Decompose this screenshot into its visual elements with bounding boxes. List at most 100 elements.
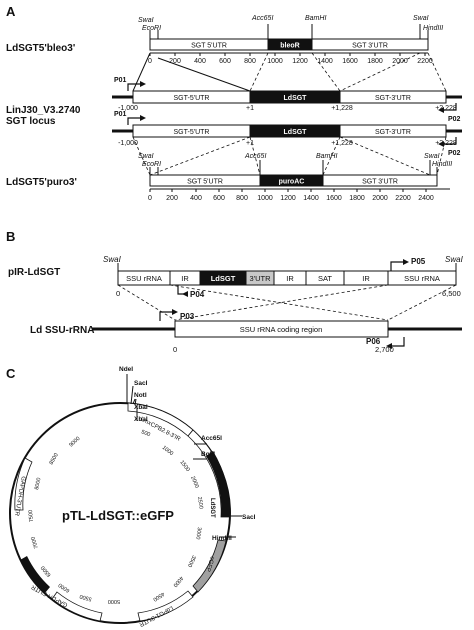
bleo-scale-600: 600 — [219, 58, 231, 65]
ssu-coding-region-label: SSU rRNA coding region — [240, 325, 323, 334]
locus-to-puro-crossover — [132, 136, 447, 176]
ssu-locus-label: Ld SSU-rRNA — [30, 325, 94, 336]
locus2-coord-plus1: +1 — [246, 140, 254, 147]
pir-site-swai-right: SwaI — [445, 255, 464, 264]
tick-4500: 4500 — [152, 590, 166, 602]
puro-scale-2200: 2200 — [395, 195, 411, 202]
pir-coord-6500: 6,500 — [442, 289, 461, 298]
bleo-sgt-3utr-label: SGT 3'UTR — [352, 43, 388, 50]
plasmid-site-noti: NotI — [134, 392, 147, 399]
puro-scale-600: 600 — [213, 195, 225, 202]
puro-scale-0: 0 — [148, 195, 152, 202]
plasmid-site-xbai-1: XbaI — [134, 404, 148, 411]
ssu-primer-p06: P06 — [366, 337, 381, 346]
bleo-to-locus-crossover — [132, 52, 447, 92]
tick-4000: 4000 — [172, 575, 184, 588]
puro-sgt-5utr-label: SGT 5'UTR — [187, 179, 223, 186]
bleo-scale-1800: 1800 — [367, 58, 383, 65]
tick-8000: 8000 — [34, 477, 42, 490]
locus2-sgt-3utr-label: SGT-3'UTR — [375, 129, 411, 136]
bleo-scale-800: 800 — [244, 58, 256, 65]
locus2-sgt-3utr — [339, 124, 447, 138]
locus-sgt-3utr — [339, 90, 447, 104]
tick-2500: 2500 — [196, 496, 204, 509]
locus-coord-plus2228: +2,228 — [435, 105, 457, 112]
pir-seg-3utr: 3'UTR — [249, 274, 271, 283]
tick-6000: 6000 — [58, 581, 72, 593]
panel-label-a: A — [6, 4, 16, 19]
ssu-primer-p03: P03 — [180, 312, 195, 321]
locus-sgt-5utr-label: SGT-5'UTR — [174, 95, 210, 102]
locus-label-line2: SGT locus — [6, 116, 56, 127]
ssu-coding-region — [174, 320, 389, 338]
bleo-scale-2000: 2000 — [392, 58, 408, 65]
feature-ldsgt-label: LdSGT — [209, 498, 215, 518]
ssu-coord-2700: 2,700 — [375, 345, 394, 354]
locus-coord-plus1228: +1,228 — [331, 105, 353, 112]
puro-scale-2000: 2000 — [372, 195, 388, 202]
pir-seg-ldsgt: LdSGT — [211, 274, 236, 283]
pir-seg-ssu-left: SSU rRNA — [126, 274, 162, 283]
ssu-coord-0: 0 — [173, 345, 177, 354]
plasmid-site-acc65i: Acc65I — [201, 435, 222, 442]
puro-site-hindiii: HindIII — [432, 161, 452, 168]
panel-label-c: C — [6, 366, 16, 381]
gapdh-5utr-feature — [51, 591, 103, 622]
puro-scale-1200: 1200 — [280, 195, 296, 202]
bleo-site-ecori: EcoRI — [142, 25, 161, 32]
bleo-sgt-5utr-label: SGT 5'UTR — [191, 43, 227, 50]
plasmid-site-xbai-2: XbaI — [134, 416, 148, 423]
puro-site-acc65i: Acc65I — [244, 153, 266, 160]
locus2-coord-plus1228: +1,228 — [331, 140, 353, 147]
plasmid-site-markers — [126, 374, 242, 538]
plasmid-site-saci-1: SacI — [134, 380, 148, 387]
plasmid-site-bglii: BglII — [201, 451, 215, 458]
feature-egfp-label: eGFP — [204, 555, 215, 572]
tick-500: 500 — [140, 429, 151, 438]
panel-label-b: B — [6, 229, 15, 244]
locus-primer-p02: P02 — [448, 116, 461, 123]
puro-construct-map — [149, 160, 450, 190]
bleo-site-hindiii: HindIII — [423, 25, 443, 32]
locus2-primer-p02: P02 — [448, 150, 461, 157]
ldsgt-feature — [206, 451, 230, 517]
ssu-locus-map — [92, 309, 462, 349]
bleo-site-swai-1: SwaI — [138, 17, 154, 24]
bleo-scale-0: 0 — [148, 58, 152, 65]
locus2-primer-p01: P01 — [114, 111, 127, 118]
plasmid-circle-map — [9, 402, 231, 624]
plasmid-site-saci-2: SacI — [242, 514, 256, 521]
bleo-scale-1200: 1200 — [292, 58, 308, 65]
pir-primer-p04: P04 — [190, 290, 205, 299]
puroac-label: puroAC — [279, 179, 305, 186]
locus-coord-plus1: +1 — [246, 105, 254, 112]
puro-scale-200: 200 — [166, 195, 178, 202]
pir-seg-ir-1: IR — [181, 274, 189, 283]
puro-scale-1000: 1000 — [257, 195, 273, 202]
locus-ldsgt-label: LdSGT — [284, 95, 308, 102]
puro-sgt-3utr — [322, 174, 438, 187]
locus-map — [112, 81, 462, 113]
neopt-feature — [20, 556, 50, 593]
tick-6500: 6500 — [40, 564, 52, 577]
pir-ssu-rrna-right — [387, 270, 457, 286]
plasmid-site-hindiii: HindIII — [212, 535, 232, 542]
tick-9000: 9000 — [68, 436, 81, 449]
bleo-scale-1400: 1400 — [317, 58, 333, 65]
puro-sgt-3utr-label: SGT 3'UTR — [362, 179, 398, 186]
bleo-construct-label: LdSGT5'bleo3' — [6, 43, 75, 54]
tick-1500: 1500 — [178, 460, 190, 473]
pir-plasmid-map — [117, 259, 457, 297]
tick-1000: 1000 — [161, 445, 174, 457]
tick-3500: 3500 — [186, 554, 197, 568]
puro-scale-800: 800 — [236, 195, 248, 202]
puro-scale-1600: 1600 — [326, 195, 342, 202]
pir-to-ssu-crossover — [117, 284, 457, 321]
bleo-scale-ticks — [149, 53, 426, 56]
bleor-label: bleoR — [280, 43, 299, 50]
plasmid-name: pTL-LdSGT::eGFP — [62, 508, 174, 523]
locus2-ldsgt-label: LdSGT — [284, 129, 308, 136]
puro-scale-ticks — [149, 189, 427, 192]
pir-seg-ssu-right: SSU rRNA — [404, 274, 440, 283]
